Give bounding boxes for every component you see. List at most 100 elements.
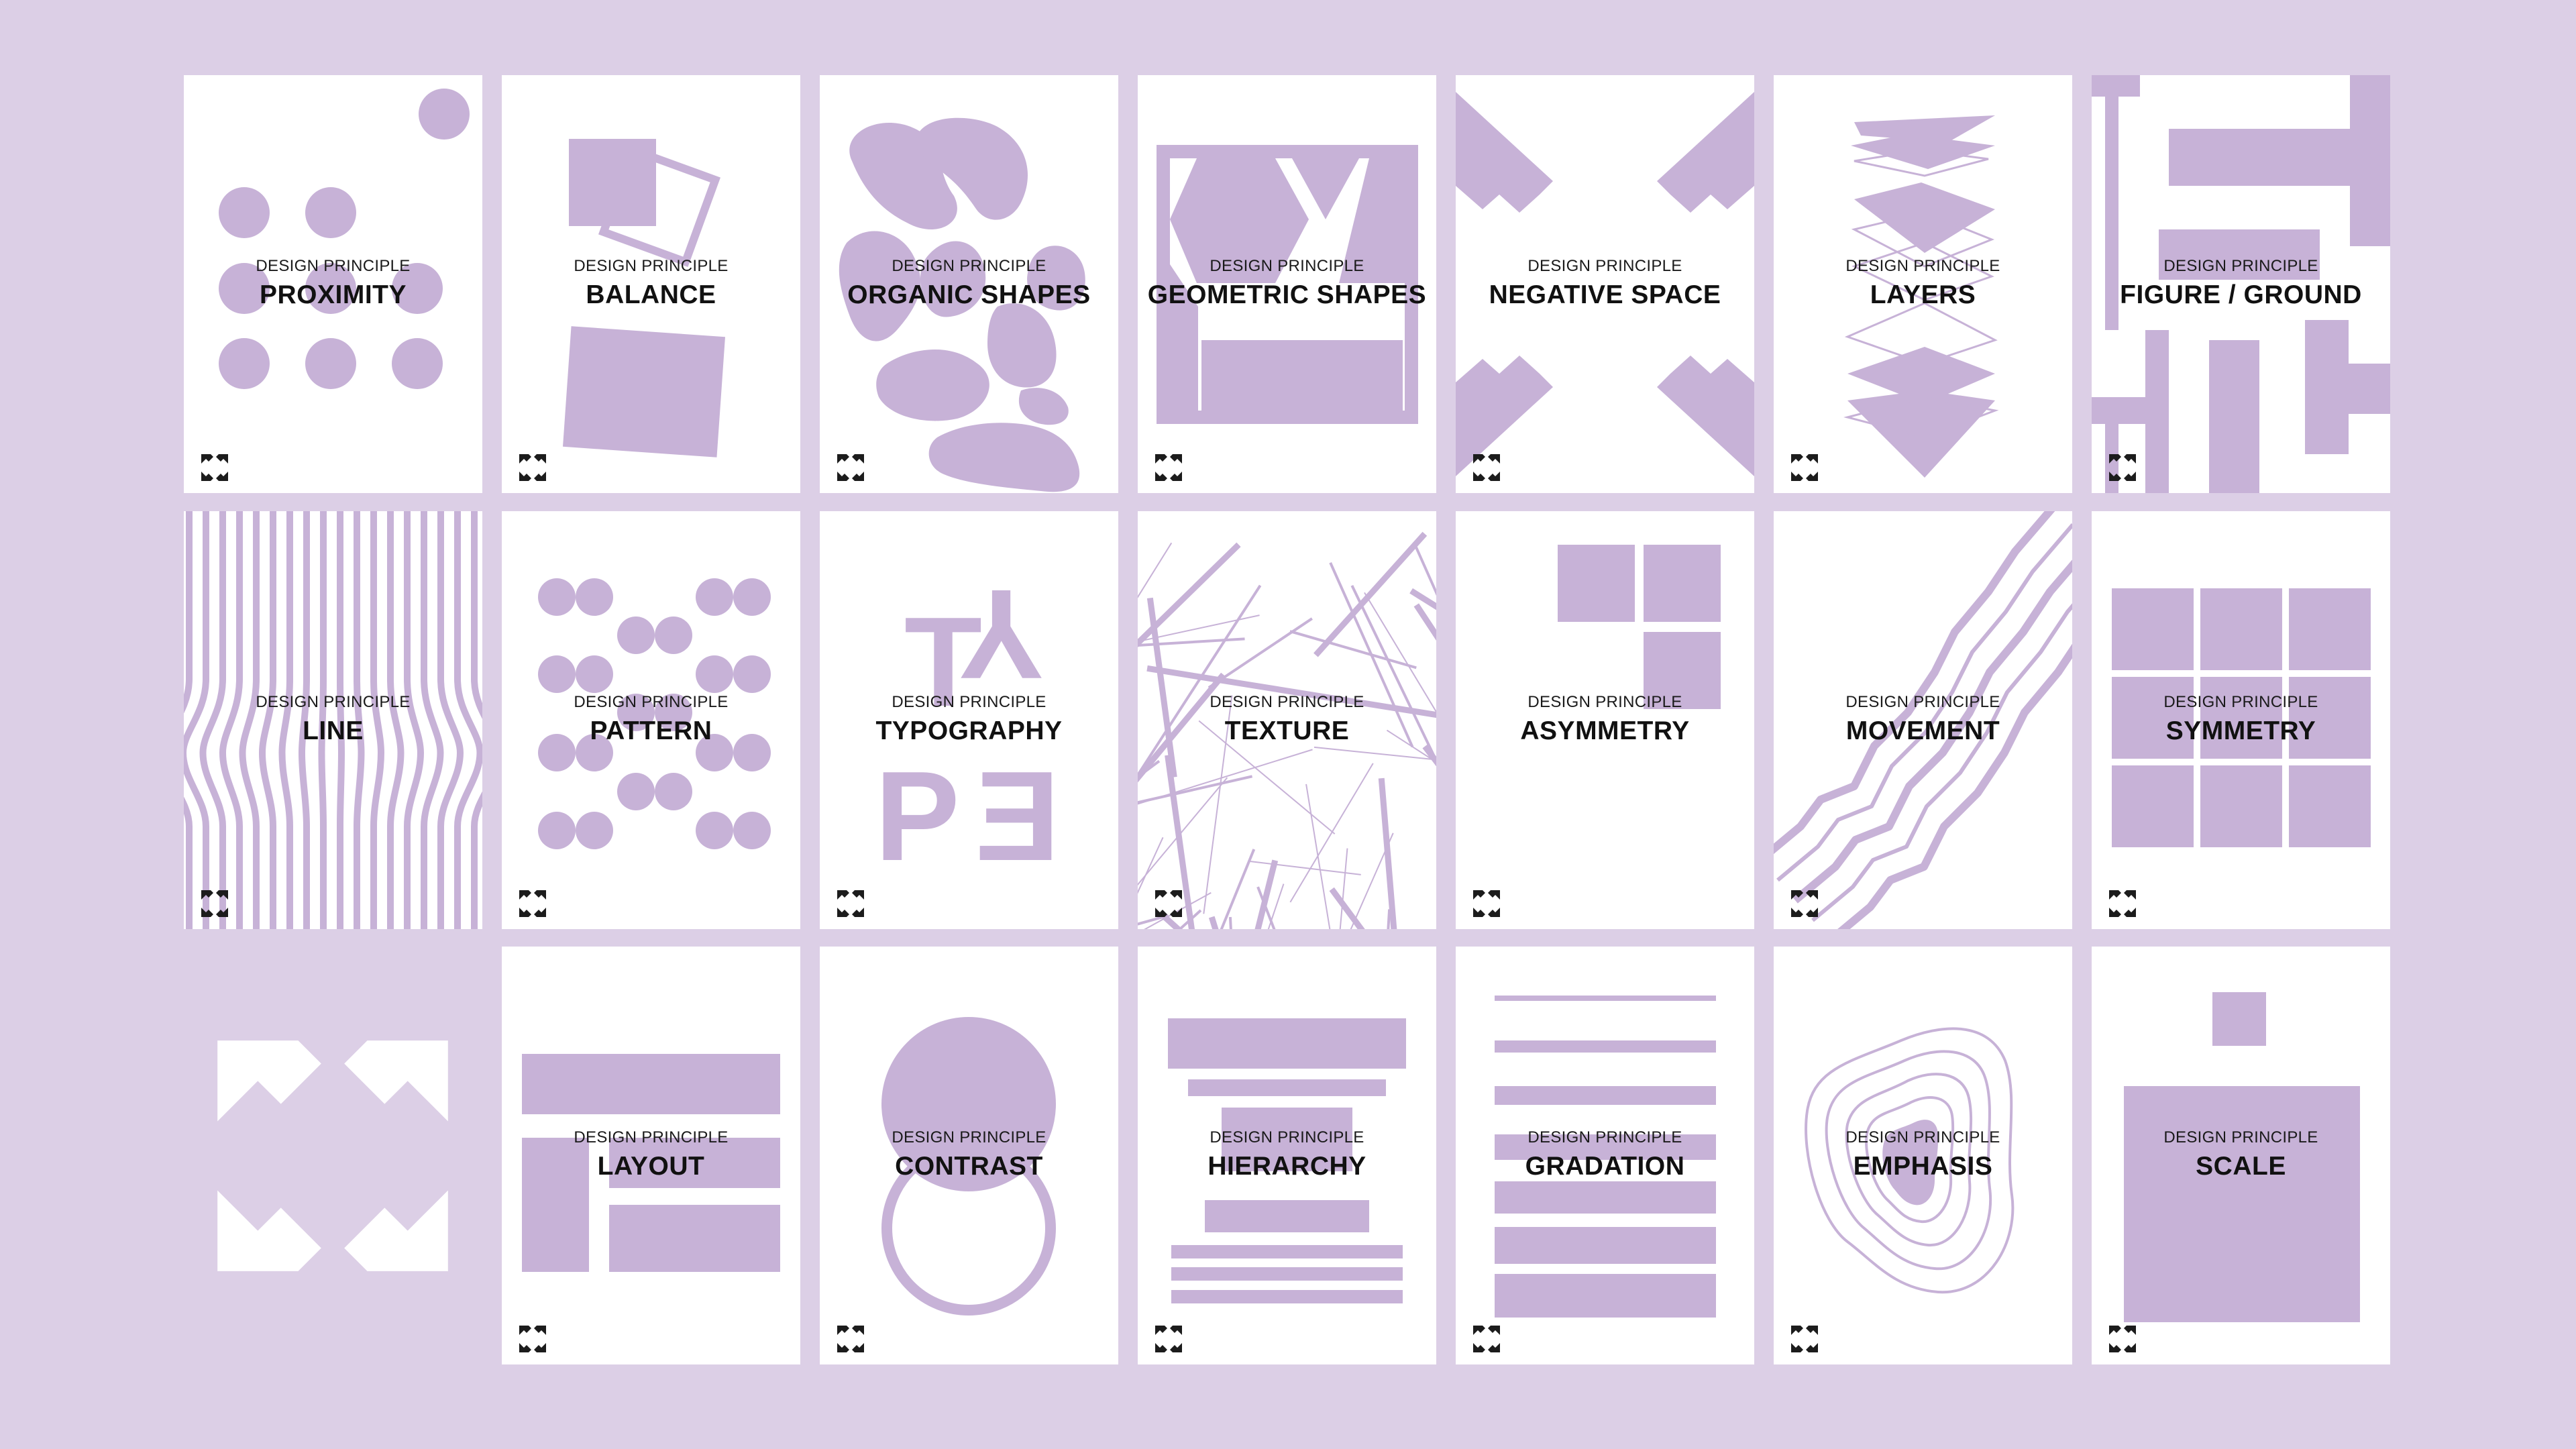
poster-title: EMPHASIS (1853, 1152, 1993, 1181)
poster-title: ORGANIC SHAPES (847, 280, 1091, 309)
stripe-line (471, 511, 482, 929)
poster-kicker: DESIGN PRINCIPLE (256, 257, 411, 275)
poster-title: TEXTURE (1224, 716, 1350, 745)
poster-kicker: DESIGN PRINCIPLE (892, 257, 1046, 275)
stripe-line (318, 511, 327, 929)
texture-line (1350, 584, 1436, 764)
texture-line (1138, 542, 1241, 648)
texture-line (1254, 859, 1279, 929)
poster-hierarchy[interactable]: DESIGN PRINCIPLE HIERARCHY (1138, 947, 1436, 1364)
poster-movement[interactable]: DESIGN PRINCIPLE MOVEMENT (1774, 511, 2072, 929)
stripe-line (199, 511, 226, 929)
stripe-line (370, 511, 384, 929)
texture-line (1413, 603, 1436, 641)
poster-scale[interactable]: DESIGN PRINCIPLE SCALE (2092, 947, 2390, 1364)
poster-gradation[interactable]: DESIGN PRINCIPLE GRADATION (1456, 947, 1754, 1364)
poster-figure-ground[interactable]: DESIGN PRINCIPLE FIGURE / GROUND (2092, 75, 2390, 493)
texture-line (1138, 584, 1262, 778)
pattern-illustration (538, 578, 771, 849)
texture-line (1305, 784, 1331, 929)
poster-typography[interactable]: T Y P E DESIGN PRINCIPLE TYPOGRAPHY (820, 511, 1118, 929)
poster-title: SCALE (2196, 1152, 2286, 1181)
x-arrows-logo-icon (1155, 454, 1182, 481)
texture-line (1289, 763, 1374, 903)
x-arrows-logo-icon (2109, 890, 2136, 917)
x-arrows-logo-icon (201, 890, 228, 917)
poster-kicker: DESIGN PRINCIPLE (574, 693, 729, 711)
poster-asymmetry[interactable]: DESIGN PRINCIPLE ASYMMETRY (1456, 511, 1754, 929)
poster-pattern[interactable]: DESIGN PRINCIPLE PATTERN (502, 511, 800, 929)
texture-line (1138, 614, 1260, 643)
contrast-illustration (881, 1017, 1056, 1316)
balance-illustration (563, 139, 725, 458)
texture-line (1409, 588, 1436, 610)
hierarchy-illustration (1168, 1018, 1406, 1303)
x-arrows-logo-icon (1791, 890, 1818, 917)
movement-band (1837, 643, 2072, 929)
stripe-line (387, 511, 405, 929)
texture-line (1248, 860, 1361, 875)
stripe-line (404, 511, 424, 929)
stripe-line (437, 511, 464, 929)
texture-line (1329, 887, 1365, 929)
x-arrows-logo-icon (837, 1326, 864, 1352)
poster-layers[interactable]: DESIGN PRINCIPLE LAYERS (1774, 75, 2072, 493)
poster-kicker: DESIGN PRINCIPLE (2163, 1128, 2318, 1146)
texture-line (1313, 746, 1436, 761)
stripe-line (298, 511, 310, 929)
x-arrows-logo-icon (1473, 890, 1500, 917)
poster-negative-space[interactable]: DESIGN PRINCIPLE NEGATIVE SPACE (1456, 75, 1754, 493)
type-letter-p: P (875, 745, 960, 888)
texture-line (1220, 849, 1256, 929)
texture-line (1313, 531, 1428, 657)
poster-title: LINE (303, 716, 364, 745)
texture-line (1350, 833, 1394, 929)
poster-title: LAYERS (1870, 280, 1976, 309)
proximity-illustration (219, 89, 470, 389)
poster-kicker: DESIGN PRINCIPLE (1527, 257, 1682, 275)
texture-line (1138, 749, 1313, 805)
poster-symmetry[interactable]: DESIGN PRINCIPLE SYMMETRY (2092, 511, 2390, 929)
poster-kicker: DESIGN PRINCIPLE (1210, 257, 1364, 275)
texture-line (1146, 597, 1177, 778)
stripe-line (239, 511, 260, 929)
poster-kicker: DESIGN PRINCIPLE (892, 1128, 1046, 1146)
emphasis-illustration (1805, 1027, 2015, 1294)
stripe-line (454, 511, 482, 929)
geometric-shapes-illustration (1157, 145, 1418, 424)
poster-kicker: DESIGN PRINCIPLE (1527, 1128, 1682, 1146)
poster-kicker: DESIGN PRINCIPLE (1527, 693, 1682, 711)
poster-kicker: DESIGN PRINCIPLE (892, 693, 1046, 711)
layout-illustration (522, 1054, 780, 1272)
poster-contrast[interactable]: DESIGN PRINCIPLE CONTRAST (820, 947, 1118, 1364)
poster-title: GEOMETRIC SHAPES (1147, 280, 1427, 309)
stripe-line (184, 511, 193, 929)
x-arrows-logo-icon (837, 890, 864, 917)
x-arrows-logo-icon (1155, 890, 1182, 917)
poster-line[interactable]: DESIGN PRINCIPLE LINE (184, 511, 482, 929)
texture-line (1267, 883, 1285, 929)
stripe-line (258, 511, 276, 929)
texture-line (1289, 630, 1417, 669)
poster-geometric-shapes[interactable]: DESIGN PRINCIPLE GEOMETRIC SHAPES (1138, 75, 1436, 493)
poster-title: PROXIMITY (259, 280, 407, 309)
poster-balance[interactable]: DESIGN PRINCIPLE BALANCE (502, 75, 800, 493)
texture-line (1138, 542, 1173, 598)
x-arrows-logo-icon (1791, 454, 1818, 481)
x-arrows-logo-icon (2109, 1326, 2136, 1352)
texture-line (1329, 562, 1414, 748)
poster-emphasis[interactable]: DESIGN PRINCIPLE EMPHASIS (1774, 947, 2072, 1364)
poster-organic-shapes[interactable]: DESIGN PRINCIPLE ORGANIC SHAPES (820, 75, 1118, 493)
texture-line (1138, 637, 1245, 647)
poster-layout[interactable]: DESIGN PRINCIPLE LAYOUT (502, 947, 800, 1364)
stripe-line (278, 511, 293, 929)
poster-kicker: DESIGN PRINCIPLE (1845, 1128, 2000, 1146)
texture-line (1256, 886, 1276, 929)
poster-kicker: DESIGN PRINCIPLE (256, 693, 411, 711)
poster-title: LAYOUT (597, 1152, 705, 1181)
movement-band (1792, 559, 2072, 904)
poster-proximity[interactable]: DESIGN PRINCIPLE PROXIMITY (184, 75, 482, 493)
x-arrows-logo-icon (1155, 1326, 1182, 1352)
poster-texture[interactable]: DESIGN PRINCIPLE TEXTURE (1138, 511, 1436, 929)
poster-title: HIERARCHY (1208, 1152, 1366, 1181)
